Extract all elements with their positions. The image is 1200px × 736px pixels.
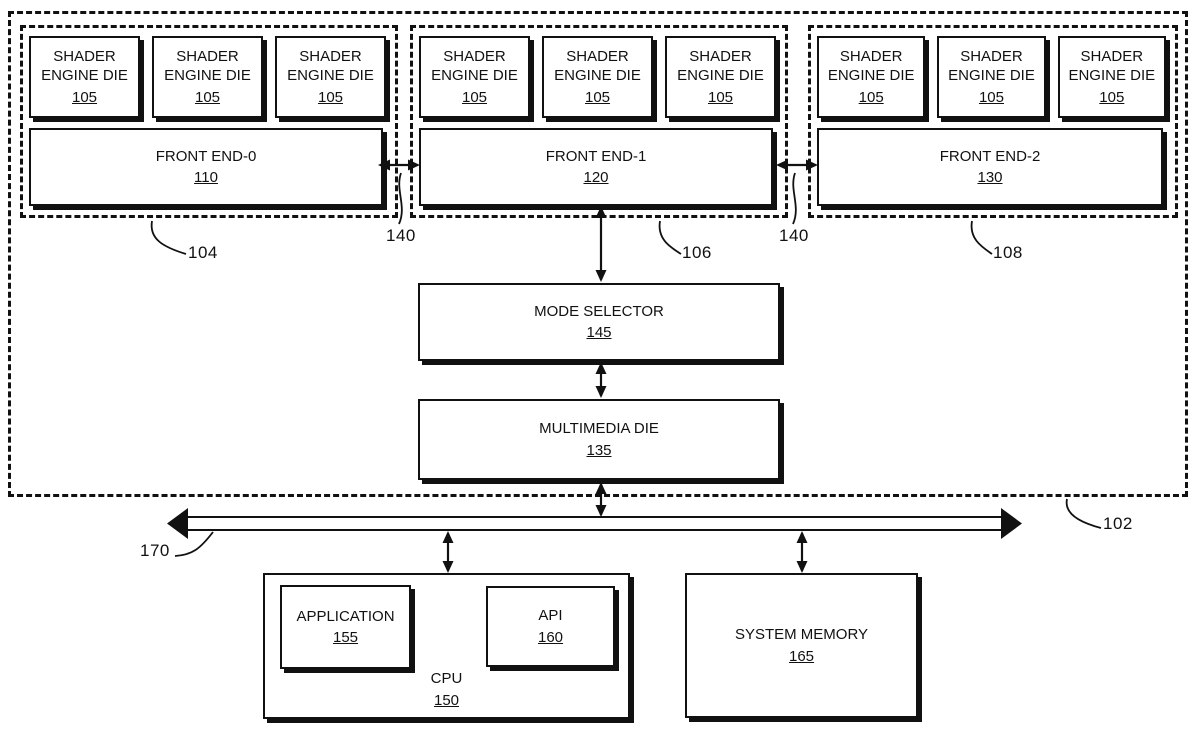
front-end-2-label: FRONT END-2 <box>939 147 1041 165</box>
front-end-1-box: FRONT END-1 120 <box>419 128 773 206</box>
bus-body <box>186 516 1004 531</box>
leader-102 <box>1065 498 1102 529</box>
arrow-bus-cpu <box>442 531 454 573</box>
shader-engine-die-box: SHADER ENGINE DIE 105 <box>419 36 530 118</box>
shader-engine-die-box: SHADER ENGINE DIE 105 <box>152 36 263 118</box>
ref-102: 102 <box>1103 514 1133 533</box>
arrow-bus-systemmemory <box>796 531 808 573</box>
shader-die-row: SHADER ENGINE DIE 105 SHADER ENGINE DIE … <box>817 36 1166 118</box>
shader-engine-die-box: SHADER ENGINE DIE 105 <box>29 36 140 118</box>
shader-engine-die-box: SHADER ENGINE DIE 105 <box>275 36 386 118</box>
shader-engine-die-ref: 105 <box>978 88 1004 106</box>
gpu-group-106: SHADER ENGINE DIE 105 SHADER ENGINE DIE … <box>410 25 788 218</box>
front-end-2-box: FRONT END-2 130 <box>817 128 1163 206</box>
front-end-0-ref: 110 <box>194 169 218 186</box>
multimedia-die-box: MULTIMEDIA DIE 135 <box>418 399 780 480</box>
shader-engine-die-label: SHADER ENGINE DIE <box>41 47 128 85</box>
shader-engine-die-label: SHADER ENGINE DIE <box>1068 47 1156 85</box>
soc-boundary-102 <box>8 11 1188 497</box>
system-memory-ref: 165 <box>788 647 815 665</box>
multimedia-die-label: MULTIMEDIA DIE <box>539 420 659 437</box>
cpu-box: APPLICATION 155 API 160 CPU 150 <box>263 573 630 719</box>
ref-140-right: 140 <box>779 226 809 245</box>
ref-108: 108 <box>993 243 1023 262</box>
front-end-1-label: FRONT END-1 <box>545 147 647 165</box>
shader-engine-die-box: SHADER ENGINE DIE 105 <box>1057 36 1166 118</box>
system-memory-label: SYSTEM MEMORY <box>734 626 869 643</box>
ref-106: 106 <box>682 243 712 262</box>
api-box: API 160 <box>486 586 615 667</box>
shader-engine-die-box: SHADER ENGINE DIE 105 <box>542 36 653 118</box>
cpu-ref: 150 <box>433 691 460 709</box>
front-end-2-ref: 130 <box>977 169 1003 186</box>
application-label: APPLICATION <box>296 607 395 625</box>
cpu-caption: CPU 150 <box>265 669 628 710</box>
shader-engine-die-ref: 105 <box>194 88 221 106</box>
application-box: APPLICATION 155 <box>280 585 411 669</box>
system-memory-box: SYSTEM MEMORY 165 <box>685 573 918 718</box>
shader-engine-die-box: SHADER ENGINE DIE 105 <box>937 36 1046 118</box>
mode-selector-ref: 145 <box>586 324 612 341</box>
ref-170: 170 <box>140 541 170 560</box>
shader-engine-die-label: SHADER ENGINE DIE <box>287 47 374 85</box>
shader-engine-die-ref: 105 <box>1099 88 1125 106</box>
shader-die-row: SHADER ENGINE DIE 105 SHADER ENGINE DIE … <box>419 36 776 118</box>
leader-170 <box>174 531 214 557</box>
api-label: API <box>538 607 563 624</box>
shader-engine-die-label: SHADER ENGINE DIE <box>554 47 641 85</box>
shader-engine-die-ref: 105 <box>461 88 488 106</box>
shader-engine-die-label: SHADER ENGINE DIE <box>948 47 1035 85</box>
mode-selector-box: MODE SELECTOR 145 <box>418 283 780 361</box>
shader-engine-die-ref: 105 <box>584 88 611 106</box>
shader-engine-die-ref: 105 <box>317 88 344 106</box>
cpu-label: CPU <box>430 670 463 687</box>
shader-engine-die-label: SHADER ENGINE DIE <box>677 47 764 85</box>
ref-140-left: 140 <box>386 226 416 245</box>
mode-selector-label: MODE SELECTOR <box>534 302 664 320</box>
shader-engine-die-box: SHADER ENGINE DIE 105 <box>665 36 776 118</box>
shader-engine-die-ref: 105 <box>71 88 98 106</box>
shader-engine-die-box: SHADER ENGINE DIE 105 <box>817 36 926 118</box>
shader-engine-die-label: SHADER ENGINE DIE <box>164 47 251 85</box>
multimedia-die-ref: 135 <box>586 441 612 459</box>
shader-engine-die-label: SHADER ENGINE DIE <box>827 47 915 85</box>
shader-die-row: SHADER ENGINE DIE 105 SHADER ENGINE DIE … <box>29 36 386 118</box>
front-end-0-label: FRONT END-0 <box>155 147 257 165</box>
front-end-1-ref: 120 <box>583 169 609 186</box>
bus-right-arrowhead-icon <box>1001 508 1022 539</box>
shader-engine-die-label: SHADER ENGINE DIE <box>431 47 518 85</box>
bus-left-arrowhead-icon <box>167 508 188 539</box>
front-end-0-box: FRONT END-0 110 <box>29 128 383 206</box>
shader-engine-die-ref: 105 <box>858 88 884 106</box>
api-ref: 160 <box>537 628 564 646</box>
gpu-group-104: SHADER ENGINE DIE 105 SHADER ENGINE DIE … <box>20 25 398 218</box>
application-ref: 155 <box>332 629 359 646</box>
ref-104: 104 <box>188 243 218 262</box>
shader-engine-die-ref: 105 <box>707 88 734 106</box>
gpu-group-108: SHADER ENGINE DIE 105 SHADER ENGINE DIE … <box>808 25 1178 218</box>
